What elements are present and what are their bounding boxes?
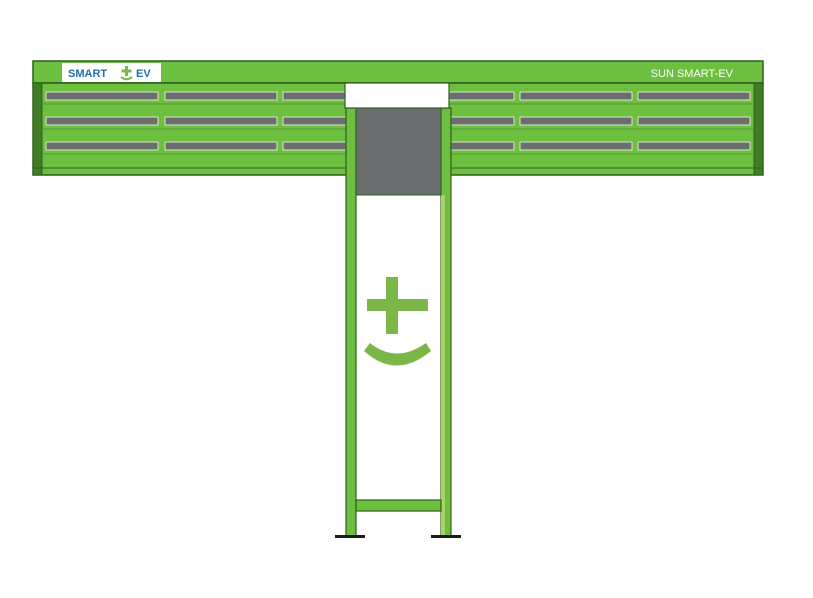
solar-panel: [164, 91, 278, 101]
column-right-post-shade: [441, 195, 445, 536]
solar-panel: [519, 116, 633, 126]
column-plus-smile-icon: [364, 277, 431, 366]
column-crossbar: [355, 499, 442, 512]
solar-panel: [45, 141, 159, 151]
solar-panel: [637, 116, 751, 126]
solar-panel: [45, 116, 159, 126]
solar-panel: [519, 141, 633, 151]
logo-text-ev: EV: [136, 68, 151, 80]
left-foot: [335, 535, 365, 538]
canopy-right-end: [753, 82, 764, 176]
column-left-post: [345, 107, 357, 537]
logo-plus-smile-icon: [120, 66, 133, 81]
charging-column: [335, 82, 461, 538]
solar-panel: [164, 141, 278, 151]
logo-text-smart: SMART: [68, 68, 107, 80]
solar-panel: [164, 116, 278, 126]
right-foot: [431, 535, 461, 538]
canopy-left-end: [32, 82, 43, 176]
brand-logo: SMART EV: [62, 63, 161, 82]
solar-panel: [519, 91, 633, 101]
solar-panel: [637, 141, 751, 151]
canopy-label: SUN SMART-EV: [651, 68, 734, 80]
column-head-white: [344, 82, 450, 109]
solar-panel: [637, 91, 751, 101]
solar-panel: [45, 91, 159, 101]
column-display: [355, 107, 442, 196]
solar-panel-grid: [42, 91, 754, 155]
logo-plate: [62, 63, 161, 82]
